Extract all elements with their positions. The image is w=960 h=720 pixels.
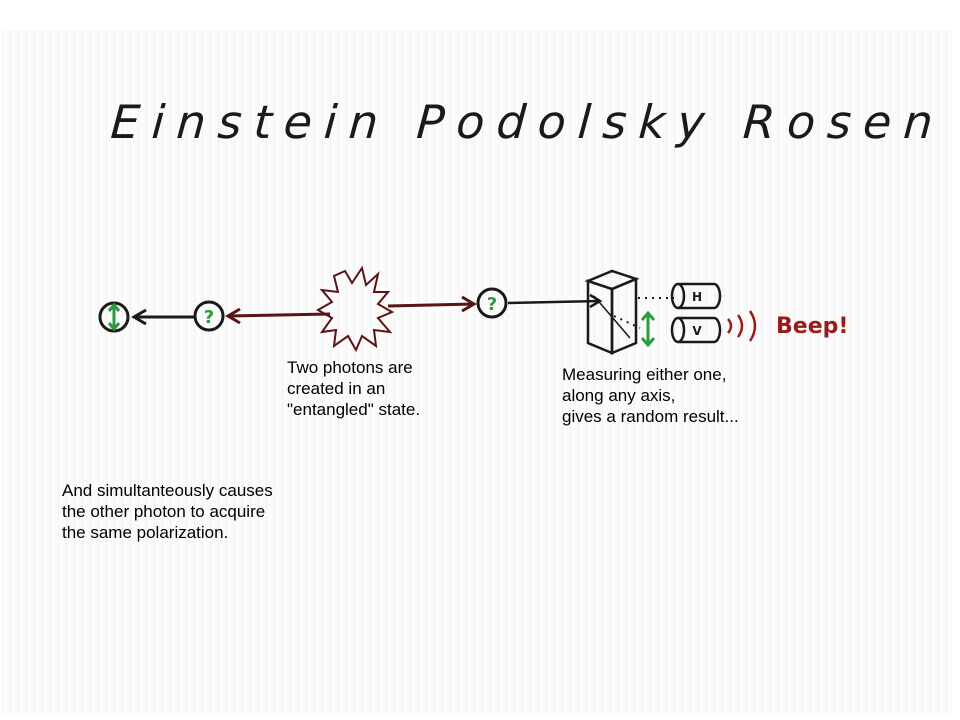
caption-entangled: Two photons are created in an "entangled…	[287, 357, 420, 420]
caption-line: the same polarization.	[62, 523, 229, 542]
entangled-source-burst	[315, 265, 395, 353]
caption-line: Two photons are	[287, 358, 413, 377]
caption-line: "entangled" state.	[287, 400, 421, 419]
detector-v-label: V	[692, 324, 702, 338]
caption-simultaneous: And simultanteously causes the other pho…	[62, 480, 273, 543]
detector-h-label: H	[692, 290, 702, 304]
caption-line: Measuring either one,	[562, 365, 727, 384]
paper-sheet	[2, 30, 952, 715]
unknown-symbol-right: ?	[487, 294, 497, 315]
arrow-right-inner	[387, 295, 477, 313]
arrow-to-polarizer	[507, 293, 603, 309]
arrow-left-outer	[131, 308, 196, 326]
caption-line: gives a random result...	[562, 407, 739, 426]
caption-line: created in an	[287, 379, 386, 398]
arrow-left-inner	[225, 307, 331, 325]
sound-waves-icon	[727, 310, 757, 342]
unknown-photon-right: ?	[476, 287, 508, 319]
dotted-paths	[613, 297, 674, 329]
measured-photon-left	[98, 301, 130, 333]
caption-line: And simultanteously causes	[62, 481, 273, 500]
polarizer-box	[584, 269, 640, 355]
caption-line: along any axis,	[562, 386, 676, 405]
caption-line: the other photon to acquire	[62, 502, 266, 521]
detector-h: H	[670, 282, 722, 310]
caption-measurement: Measuring either one, along any axis, gi…	[562, 364, 739, 427]
beep-label: Beep!	[776, 314, 849, 339]
polarization-arrow-icon	[640, 310, 656, 348]
unknown-photon-left: ?	[193, 300, 225, 332]
unknown-symbol-left: ?	[204, 307, 214, 328]
detector-v: V	[670, 316, 722, 344]
